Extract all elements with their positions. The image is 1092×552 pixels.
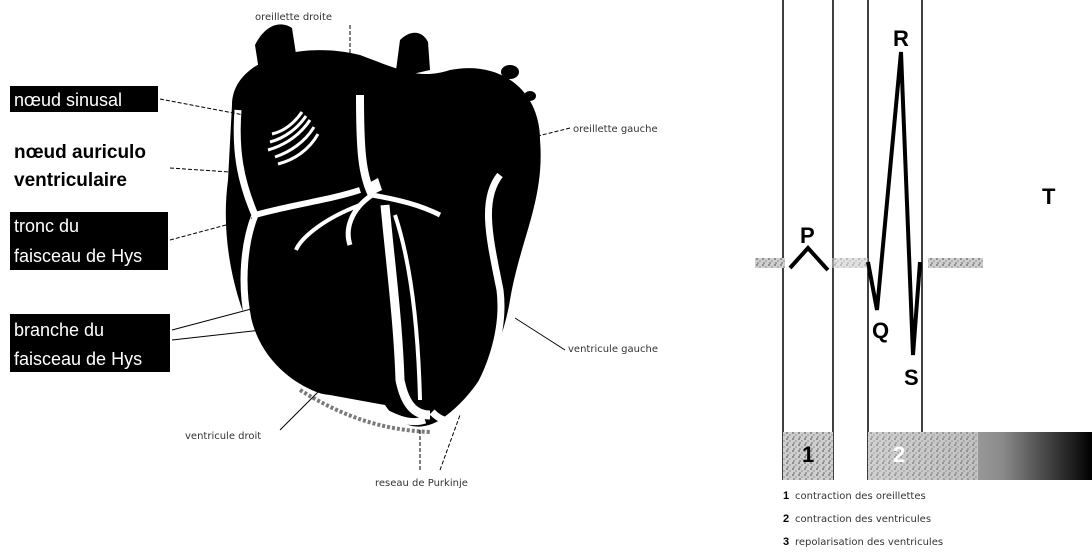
wave-label-s: S (904, 365, 919, 390)
label-faisceau-hys-2-text: faisceau de Hys (14, 349, 142, 369)
phase-number-2: 2 (893, 442, 905, 467)
legend-num-3: 3 (783, 536, 789, 548)
label-ventricule-gauche: ventricule gauche (568, 344, 658, 355)
phase-number-1: 1 (802, 442, 814, 467)
ecg-legend: 1 contraction des oreillettes 2 contract… (783, 490, 943, 548)
label-branche-faisceau: branche du faisceau de Hys (10, 314, 170, 372)
label-oreillette-droite: oreillette droite (255, 12, 332, 23)
p-wave (790, 248, 828, 270)
label-ventriculaire-text: ventriculaire (14, 170, 127, 191)
label-oreillette-gauche: oreillette gauche (573, 124, 658, 135)
legend-text-2: contraction des ventricules (795, 514, 931, 525)
label-noeud-sinusal: nœud sinusal (10, 86, 158, 112)
wave-label-t: T (1042, 184, 1056, 209)
wave-label-p: P (800, 223, 815, 248)
wave-label-q: Q (872, 318, 889, 343)
heart-illustration (226, 24, 541, 432)
qrs-complex (868, 52, 920, 355)
label-tronc-du-text: tronc du (14, 216, 79, 236)
label-noeud-auriculo-text: nœud auriculo (14, 142, 146, 163)
wave-label-r: R (893, 26, 909, 51)
legend-text-3: repolarisation des ventricules (795, 537, 943, 548)
label-faisceau-hys-1-text: faisceau de Hys (14, 246, 142, 266)
legend-num-1: 1 (783, 490, 789, 502)
legend-num-2: 2 (783, 513, 789, 525)
label-noeud-sinusal-text: nœud sinusal (14, 90, 122, 110)
label-branche-du-text: branche du (14, 320, 104, 340)
label-tronc-faisceau: tronc du faisceau de Hys (10, 212, 168, 270)
label-ventricule-droit: ventricule droit (185, 431, 261, 442)
legend-text-1: contraction des oreillettes (795, 491, 926, 502)
ecg-panel: P Q R S T 1 2 1 contraction des oreillet… (755, 0, 1092, 548)
label-reseau-purkinje: reseau de Purkinje (375, 478, 468, 489)
